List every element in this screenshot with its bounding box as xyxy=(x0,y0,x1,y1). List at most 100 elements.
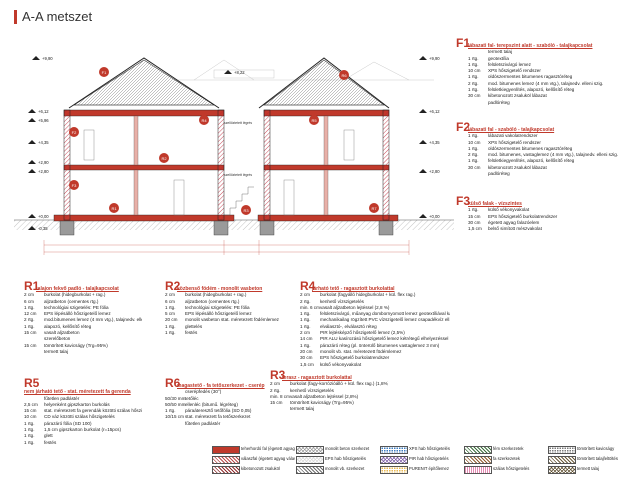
legend-swatch xyxy=(464,446,492,454)
legend-item: tömörített talajfeltöltés xyxy=(548,455,632,464)
legend-label: PIR hab hőszigetelés xyxy=(409,456,449,461)
structure-code: F3 xyxy=(456,194,471,208)
legend-swatch xyxy=(212,466,240,474)
tag-r6: R6 xyxy=(339,70,349,80)
layer-name: mod.bitumenes lemez (4 mm vtg.), talajne… xyxy=(44,317,142,323)
layer-thickness: 2 cm xyxy=(300,330,310,336)
legend-swatch xyxy=(380,466,408,474)
section-drawing: szellőztetett légrés szellőztetett légré… xyxy=(14,56,454,255)
legend-label: PURENIT építőlemez xyxy=(409,466,449,471)
layer-row: min. 8 cmvasalt aljzatbeton lejtéssel (2… xyxy=(270,394,388,400)
layer-name: kibetonozott zsaluköl lábazat xyxy=(488,164,547,170)
layer-name: PIR ALU kasírozású hőszigetelő lemez két… xyxy=(320,336,449,342)
layer-thickness: 15 cm xyxy=(468,213,481,219)
layer-name: burkolat (hidegburkolat + rag.) xyxy=(185,292,247,298)
elev-group: +8,22 +6,12 +5,96 +4,35 +2,90 +2,80 +0,0… xyxy=(28,70,245,231)
legend-label: fa szerkezetek xyxy=(493,456,520,461)
layer-name: glettelés xyxy=(185,323,203,329)
layer-row: fűtetlen padlástér xyxy=(165,421,283,427)
layer-row: 50/30 mmtetőléc xyxy=(165,396,283,402)
elev-6: +2,90 xyxy=(38,160,49,165)
left-partition-upper xyxy=(133,115,139,166)
layer-name: külső vékonyvakolat xyxy=(488,207,530,213)
svg-text:R6: R6 xyxy=(341,73,347,78)
layer-thickness: 1 rtg. xyxy=(468,74,479,80)
layer-name: belső simított mészvakolat xyxy=(488,226,542,232)
layer-name: felületszivárgó lemez xyxy=(488,61,531,67)
legend-item: kibetonozott zsaluköl xyxy=(212,465,296,474)
structure-code: R1 xyxy=(24,279,40,293)
elev-8: +0,00 xyxy=(38,214,49,219)
layer-name: vasalt aljzatbeton xyxy=(44,330,80,336)
legend-swatch xyxy=(548,466,576,474)
layer-name: XPS hőszigetelő rendszer xyxy=(488,139,541,145)
legend-swatch xyxy=(548,456,576,464)
layer-name: aljzatbeton (cementes rtg.) xyxy=(44,298,99,304)
structure-title: lábazati fal- terepszint alatt - szabóló… xyxy=(468,43,593,49)
structure-header: R1talajon fekvő padló - talajkapcsolat xyxy=(24,279,142,293)
elev-4: +5,96 xyxy=(38,118,49,123)
layer-name: lábazati vakolatrendszer xyxy=(488,133,538,139)
legend-label: XPS hab hőszigetelés xyxy=(409,446,450,451)
legend-item: monolit beton szerkezet xyxy=(296,445,380,454)
layer-row: cserépfedés (30°) xyxy=(165,389,283,395)
layer-row: fűtetlen padlástér xyxy=(24,396,142,402)
layer-row: 1 rtg.festés xyxy=(24,440,142,446)
layer-name: elválasztó-, elválasztó réteg xyxy=(320,323,377,329)
layer-thickness: 2,5 cm xyxy=(24,401,38,407)
legend-swatch xyxy=(380,456,408,464)
layer-name: burkolat (fagy-korrózióálló + kül. flex … xyxy=(290,381,388,387)
dimension-lines xyxy=(43,240,410,255)
layer-thickness: 2 rtg. xyxy=(468,152,479,158)
layer-name: XPS hőszigetelő rendszer xyxy=(488,68,541,74)
layer-name: tömörített kavicságy (Trg=95%) xyxy=(44,342,108,348)
layer-name: fűtetlen padlástér xyxy=(44,395,80,401)
layer-thickness: 50/50 mm xyxy=(165,401,186,407)
layer-row: 1 rtg.felületszivárgó lemez xyxy=(456,62,636,68)
layer-name: mod. bitumenes lemez (4 mm vtg.), talajn… xyxy=(488,80,604,86)
layer-row: 15 cm vasalt aljzatbeton xyxy=(24,330,142,336)
elev-right-7: +2,80 xyxy=(429,169,440,174)
layer-name: alapozó, kellősítő réteg xyxy=(44,323,92,329)
legend-swatch xyxy=(464,466,492,474)
layer-name: cserépfedés (30°) xyxy=(185,389,222,395)
layer-name: felületkiegyenlítés, alapozó, kellősítő … xyxy=(488,158,575,164)
layer-thickness: 1 rtg. xyxy=(300,342,311,348)
structure-header: R2közbenső födém - monolit vasbeton xyxy=(165,280,283,293)
svg-text:R4: R4 xyxy=(201,118,207,123)
layer-thickness: 15 cm xyxy=(24,330,37,336)
layer-row: 1 rtg.felületkiegyenlítés, alapozó, kell… xyxy=(456,87,636,93)
layer-thickness: 2 cm xyxy=(24,292,34,298)
layer-name: technológiai szigetelés: PE fólia xyxy=(185,304,250,310)
legend-label: monolit vb. szerkezet xyxy=(325,466,365,471)
layer-name: páraáteresztő tetőfólia (SD 0,05) xyxy=(185,408,252,414)
layer-thickness: 1 rtg. xyxy=(24,323,35,329)
page-title: A-A metszet xyxy=(14,10,92,24)
layer-row: 2 cm burkolat (fagy-korrózióálló + kül. f… xyxy=(270,381,388,387)
layer-name: kenhető vízszigetelés xyxy=(290,387,334,393)
legend-label: tömörített kavicságy xyxy=(577,446,615,451)
layer-thickness: 1 rtg. xyxy=(24,420,35,426)
layer-thickness: 2 cm xyxy=(270,381,280,387)
layer-thickness: 2 rtg. xyxy=(270,387,281,393)
layer-row: 1 rtg.geotextília xyxy=(456,56,636,62)
layer-thickness: 1 rtg. xyxy=(24,304,35,310)
layer-thickness: 50/30 mm xyxy=(165,395,186,401)
legend-swatch xyxy=(464,456,492,464)
elev-right-5: +4,35 xyxy=(429,140,440,145)
layer-thickness: 2 rtg. xyxy=(300,298,311,304)
layer-name: kibetonozott zsaluköl lábazat xyxy=(488,93,547,99)
legend-item: XPS hab hőszigetelés xyxy=(380,445,464,454)
legend-item: tömörített kavicságy xyxy=(548,445,632,454)
left-door-lower xyxy=(173,179,185,216)
layer-thickness: 2 rtg. xyxy=(468,80,479,86)
left-door-upper xyxy=(83,129,95,161)
